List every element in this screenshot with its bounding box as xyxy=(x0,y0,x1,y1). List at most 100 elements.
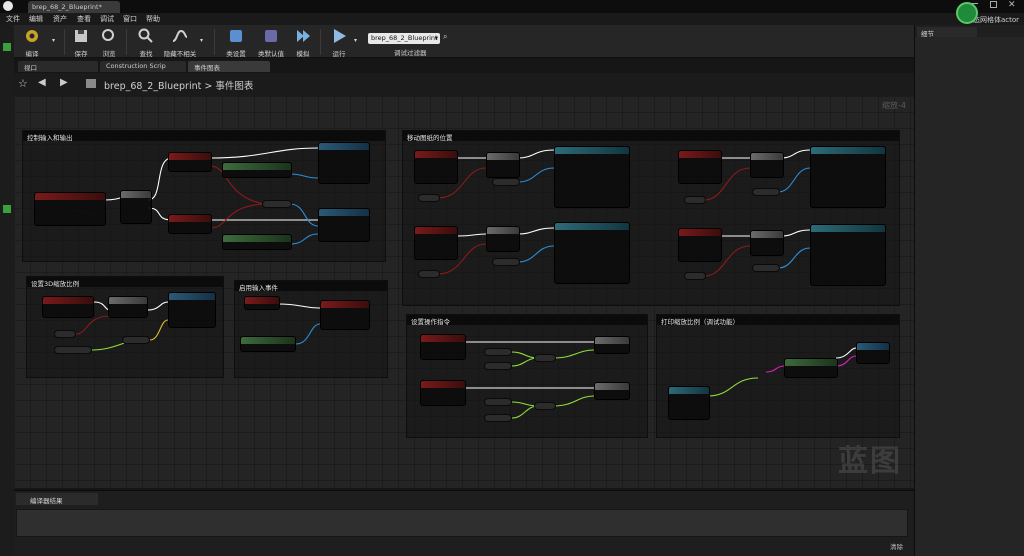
input-event-node-3[interactable] xyxy=(678,150,722,184)
document-tab[interactable]: brep_68_2_Blueprint* xyxy=(28,1,120,13)
speed-var-pill-1[interactable] xyxy=(484,362,512,370)
comment-box-print-scale[interactable]: 打印缩放比例（调试功能） xyxy=(656,314,900,438)
menu-edit[interactable]: 编辑 xyxy=(29,15,43,23)
subtract-pill[interactable] xyxy=(534,402,556,410)
debug-object-select[interactable]: brep_68_2_Blueprint▾ xyxy=(368,33,440,44)
tab-construction-script[interactable]: Construction Scrip xyxy=(100,61,186,72)
set-relative-transform-node-4[interactable] xyxy=(810,224,886,286)
compiler-results-label: 编译器结果 xyxy=(30,497,63,505)
scale-var-pill-1[interactable] xyxy=(484,348,512,356)
breadcrumb-blueprint[interactable]: brep_68_2_Blueprint xyxy=(104,81,202,92)
play-button[interactable]: 运行 xyxy=(326,25,352,58)
print-string-node[interactable] xyxy=(856,342,890,364)
toolbar: 编译 ▾ 保存 浏览 查找 隐藏不相关 ▾ 类设置 类默认值 模拟 运行 ▾ b… xyxy=(14,25,914,58)
browse-label: 浏览 xyxy=(102,50,116,58)
details-tab[interactable]: 细节 xyxy=(917,27,977,38)
set-actor-scale-node[interactable] xyxy=(168,292,216,328)
comment-title: 移动图纸的位置 xyxy=(403,131,899,142)
menu-assets[interactable]: 资产 xyxy=(53,15,67,23)
forward-arrow-icon[interactable]: ▶ xyxy=(60,77,68,88)
event-graph-canvas[interactable]: 缩放-4 控制输入和输出 移动图纸的位置 设置3D缩放比例 启用输入事件 设置操… xyxy=(14,96,914,488)
get-player-controller-node-3[interactable] xyxy=(240,336,296,352)
menu-help[interactable]: 帮助 xyxy=(146,15,160,23)
green-add-icon[interactable] xyxy=(3,43,11,51)
play-label: 运行 xyxy=(332,50,346,58)
can-scale-pill-5[interactable] xyxy=(54,330,76,338)
hide-options-button[interactable]: ▾ xyxy=(200,37,204,44)
mouse-down-event-node[interactable] xyxy=(420,380,466,406)
tab-viewport[interactable]: 视口 xyxy=(18,61,98,72)
back-arrow-icon[interactable]: ◀ xyxy=(38,77,46,88)
branch-node-7[interactable] xyxy=(108,296,148,318)
self-pill[interactable] xyxy=(262,200,292,208)
can-scale-pill-4[interactable] xyxy=(684,272,706,280)
maximize-button[interactable] xyxy=(990,1,997,8)
enable-input-node-2[interactable] xyxy=(320,300,370,330)
make-vector-pill[interactable] xyxy=(122,336,150,344)
compile-button[interactable]: 编译 xyxy=(16,25,48,58)
breadcrumb-separator: > xyxy=(204,81,213,92)
add-pill[interactable] xyxy=(534,354,556,362)
class-settings-button[interactable]: 类设置 xyxy=(220,25,252,58)
close-button[interactable]: ✕ xyxy=(1008,0,1016,10)
class-defaults-button[interactable]: 类默认值 xyxy=(254,25,288,58)
self-pill-2[interactable] xyxy=(492,178,520,186)
scale-ratio-pill[interactable] xyxy=(54,346,92,354)
clear-button[interactable]: 清除 xyxy=(890,543,903,551)
input-event-node-4[interactable] xyxy=(678,228,722,262)
menu-file[interactable]: 文件 xyxy=(6,15,20,23)
set-relative-transform-node-1[interactable] xyxy=(554,146,630,208)
hide-unrelated-button[interactable]: 隐藏不相关 xyxy=(162,25,198,58)
to-string-node[interactable] xyxy=(784,358,838,378)
event-node-component[interactable] xyxy=(34,192,106,226)
get-actor-scale-node[interactable] xyxy=(668,386,710,420)
can-scale-pill-2[interactable] xyxy=(418,270,440,278)
set-scale-node-2[interactable] xyxy=(594,382,630,400)
branch-node-5[interactable] xyxy=(750,152,784,178)
set-relative-transform-node-2[interactable] xyxy=(554,222,630,284)
get-player-controller-node-1[interactable] xyxy=(222,162,292,178)
mouse-up-event-node[interactable] xyxy=(420,334,466,360)
enable-input-node[interactable] xyxy=(318,142,370,184)
can-scale-pill-1[interactable] xyxy=(418,194,440,202)
simulation-button[interactable]: 模拟 xyxy=(290,25,316,58)
find-button[interactable]: 查找 xyxy=(132,25,160,58)
compile-options-button[interactable]: ▾ xyxy=(52,37,56,44)
compiler-results-tab[interactable]: 编译器结果 xyxy=(16,493,98,505)
save-button[interactable]: 保存 xyxy=(68,25,94,58)
self-pill-5[interactable] xyxy=(752,264,780,272)
branch-node-1[interactable] xyxy=(168,152,212,172)
source-control-icon[interactable] xyxy=(956,2,978,24)
favorite-star-icon[interactable]: ☆ xyxy=(18,77,28,90)
minimize-button[interactable] xyxy=(972,3,978,4)
self-pill-3[interactable] xyxy=(492,258,520,266)
flipflop-node[interactable] xyxy=(120,190,152,224)
menu-debug[interactable]: 调试 xyxy=(100,15,114,23)
speed-var-pill-2[interactable] xyxy=(484,414,512,422)
play-options-button[interactable]: ▾ xyxy=(354,37,358,44)
debug-search-icon[interactable]: ⌕ xyxy=(443,32,448,41)
begin-play-event-node[interactable] xyxy=(244,296,280,310)
debug-object-value: brep_68_2_Blueprint xyxy=(371,34,438,42)
branch-node-3[interactable] xyxy=(486,152,520,178)
input-event-node-1[interactable] xyxy=(414,150,458,184)
can-scale-pill-3[interactable] xyxy=(684,196,706,204)
comment-title: 设置操作指令 xyxy=(407,315,647,326)
green-add-icon-2[interactable] xyxy=(3,205,11,213)
menu-view[interactable]: 查看 xyxy=(77,15,91,23)
input-event-node-2[interactable] xyxy=(414,226,458,260)
branch-node-2[interactable] xyxy=(168,214,212,234)
scale-var-pill-2[interactable] xyxy=(484,398,512,406)
set-scale-node-1[interactable] xyxy=(594,336,630,354)
menu-window[interactable]: 窗口 xyxy=(123,15,137,23)
set-relative-transform-node-3[interactable] xyxy=(810,146,886,208)
branch-node-4[interactable] xyxy=(486,226,520,252)
tab-event-graph[interactable]: 事件图表 xyxy=(188,61,270,72)
branch-node-6[interactable] xyxy=(750,230,784,256)
key-event-node[interactable] xyxy=(42,296,94,318)
search-icon xyxy=(138,28,153,43)
browse-button[interactable]: 浏览 xyxy=(96,25,122,58)
self-pill-4[interactable] xyxy=(752,188,780,196)
get-player-controller-node-2[interactable] xyxy=(222,234,292,250)
disable-input-node[interactable] xyxy=(318,208,370,242)
